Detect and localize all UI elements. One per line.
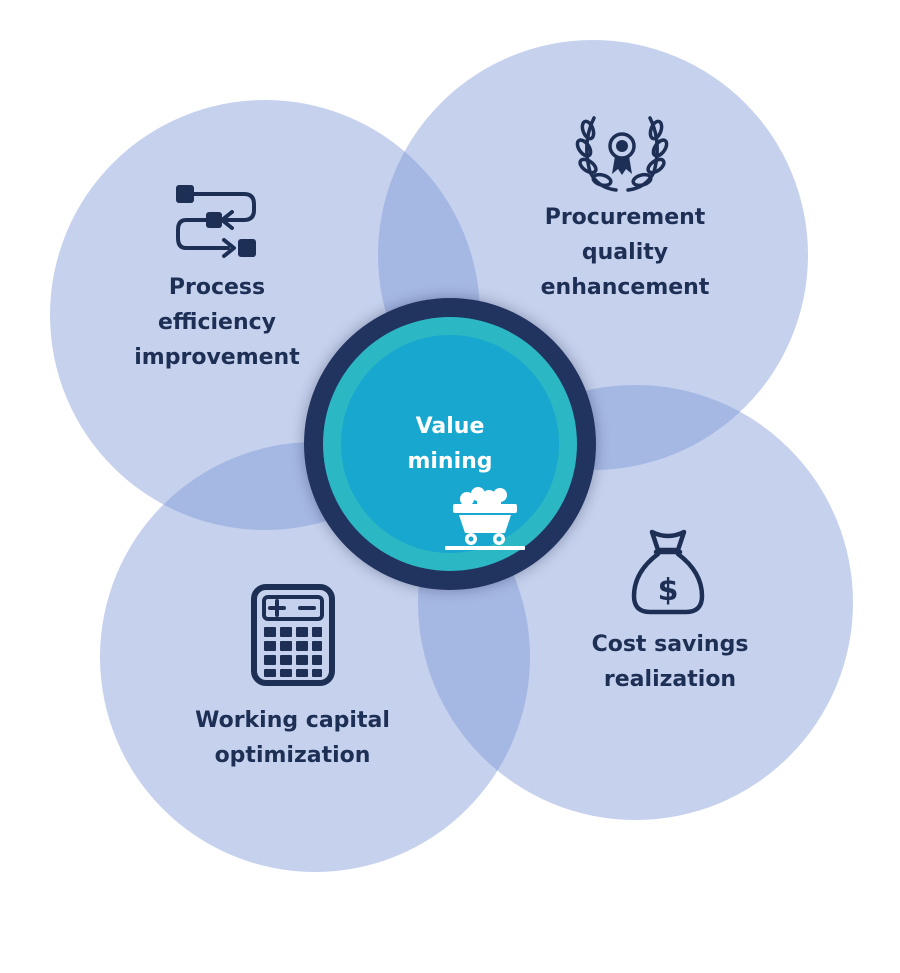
label-line: Cost savings (591, 632, 749, 657)
label-line: quality (581, 240, 669, 265)
process-efficiency-label: Process efficiency improvement (112, 270, 322, 375)
award-ribbon-icon (572, 112, 672, 196)
svg-text:$: $ (658, 573, 679, 608)
label-line: realization (603, 667, 737, 692)
label-line: efficiency (157, 310, 276, 335)
center-hub-ring: Value mining (323, 317, 577, 571)
label-line: optimization (214, 743, 371, 768)
calculator-icon (250, 583, 336, 691)
process-flow-icon (172, 182, 260, 268)
center-title: Value mining (341, 409, 559, 479)
money-bag-icon: $ (628, 526, 708, 622)
procurement-quality-label: Procurement quality enhancement (515, 200, 735, 305)
label-line: Process (168, 275, 266, 300)
center-title-line: Value (415, 414, 485, 439)
label-line: Working capital (195, 708, 390, 733)
label-line: enhancement (540, 275, 710, 300)
center-hub: Value mining (304, 298, 596, 590)
label-line: improvement (134, 345, 300, 370)
mine-cart-icon (445, 485, 525, 555)
cost-savings-label: Cost savings realization (575, 627, 765, 697)
center-title-line: mining (407, 449, 493, 474)
center-hub-core: Value mining (341, 335, 559, 553)
working-capital-label: Working capital optimization (185, 703, 400, 773)
label-line: Procurement (544, 205, 706, 230)
